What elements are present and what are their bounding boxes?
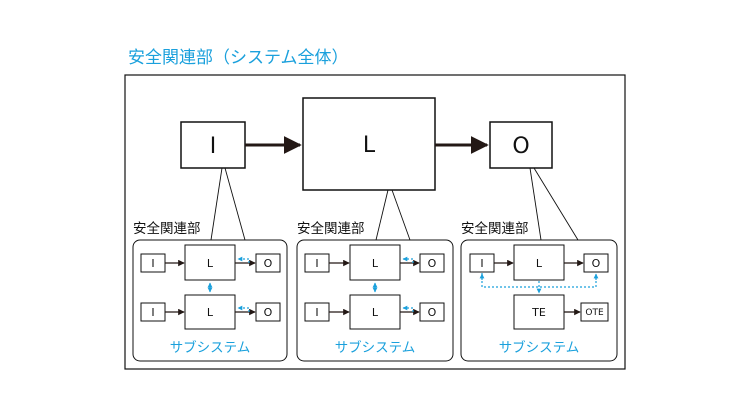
test-output-label: OTE xyxy=(585,308,604,318)
main-input-label: I xyxy=(210,134,217,159)
zoom-line-output-left xyxy=(529,167,542,241)
test-monitor-loop xyxy=(481,273,597,288)
ch2-output-block xyxy=(419,302,445,322)
main-logic-block xyxy=(302,97,436,191)
ch1-output-label: O xyxy=(264,257,273,270)
zoom-line-logic-right xyxy=(391,189,411,241)
ch2-logic-block xyxy=(349,294,401,330)
ch2-feedback-arrow xyxy=(402,305,414,312)
ch1-output-label: O xyxy=(592,257,601,270)
ch2-input-label: I xyxy=(315,306,318,319)
ch2-output-block xyxy=(255,302,281,322)
ch1-output-block xyxy=(583,253,609,273)
subsection-footer: サブシステム xyxy=(335,339,416,356)
subsection-2: 安全関連部 I L O I L O サブシステム xyxy=(296,220,454,362)
zoom-line-output-right xyxy=(533,167,579,241)
test-equipment-label: TE xyxy=(531,306,546,319)
diagram-title: 安全関連部（システム全体） xyxy=(128,48,349,68)
subsection-1: 安全関連部 I L O I L O サブシステム xyxy=(132,220,288,362)
main-input-block xyxy=(180,121,246,169)
ch2-output-label: O xyxy=(428,306,437,319)
test-output-block xyxy=(580,302,609,322)
ch2-logic-label: L xyxy=(372,306,379,319)
ch1-feedback-arrow xyxy=(402,256,414,263)
ch1-logic-label: L xyxy=(372,257,379,270)
subsection-heading: 安全関連部 xyxy=(133,220,201,237)
subsection-heading: 安全関連部 xyxy=(297,220,365,237)
test-equipment-block xyxy=(513,294,565,330)
ch2-logic-label: L xyxy=(207,306,214,319)
zoom-line-logic-left xyxy=(375,189,389,241)
main-output-label: O xyxy=(512,134,529,159)
ch1-output-block xyxy=(255,253,281,273)
zoom-line-input-left xyxy=(210,167,223,241)
subsection-3: 安全関連部 I L O TE OTE サブシステム xyxy=(460,220,618,362)
ch1-input-label: I xyxy=(151,257,154,270)
ch2-input-label: I xyxy=(151,306,154,319)
ch2-output-label: O xyxy=(264,306,273,319)
ch1-input-label: I xyxy=(480,257,483,270)
ch1-logic-label: L xyxy=(536,257,543,270)
zoom-line-input-right xyxy=(224,167,246,241)
subsection-footer: サブシステム xyxy=(170,339,251,356)
subsection-footer: サブシステム xyxy=(499,339,580,356)
ch1-feedback-arrow xyxy=(237,256,250,263)
ch1-logic-block xyxy=(513,244,565,281)
ch2-logic-block xyxy=(184,294,236,330)
ch1-output-label: O xyxy=(428,257,437,270)
ch1-logic-block xyxy=(184,244,236,281)
ch1-output-block xyxy=(419,253,445,273)
system-frame xyxy=(124,74,626,370)
main-logic-label: L xyxy=(363,133,376,158)
ch1-logic-label: L xyxy=(207,257,214,270)
subsection-heading: 安全関連部 xyxy=(461,220,529,237)
ch1-input-label: I xyxy=(315,257,318,270)
ch1-logic-block xyxy=(349,244,401,281)
ch2-feedback-arrow xyxy=(237,305,250,312)
main-output-block xyxy=(489,121,553,169)
